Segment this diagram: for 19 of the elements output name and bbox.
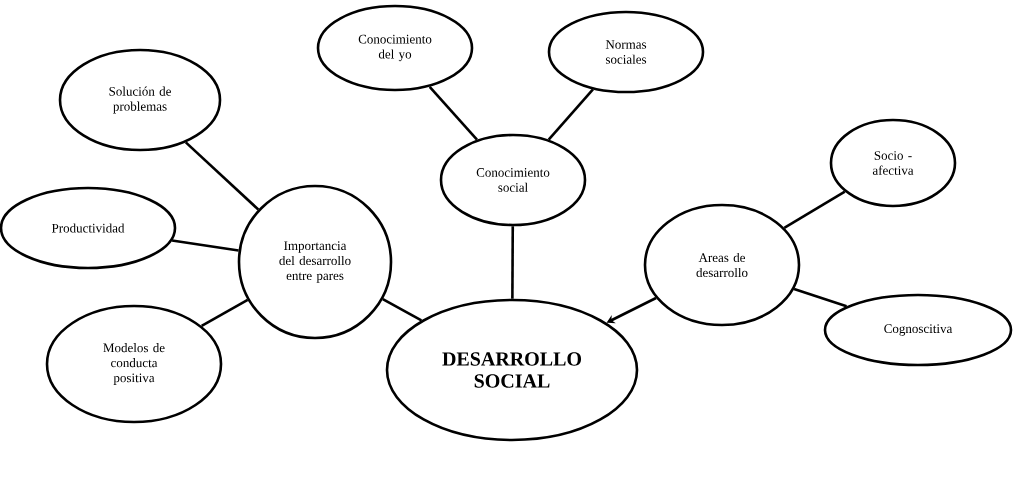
- connector-line: [783, 190, 846, 229]
- connector-line: [184, 141, 260, 211]
- ellipse-node: Importancia del desarrollo entre pares: [237, 184, 393, 340]
- connector-line: [201, 298, 249, 327]
- connector-line: [793, 287, 847, 308]
- ellipse-node: Conocimiento social: [439, 133, 587, 227]
- ellipse-node: DESARROLLO SOCIAL: [385, 298, 639, 442]
- ellipse-node: Cognoscitiva: [823, 293, 1013, 367]
- ellipse-node: Solución de problemas: [58, 48, 222, 152]
- connector-line: [382, 298, 423, 322]
- ellipse-node: Socio - afectiva: [829, 118, 957, 208]
- ellipse-node: Normas sociales: [547, 10, 705, 94]
- connector-line: [428, 85, 478, 141]
- ellipse-node: Modelos de conducta positiva: [45, 304, 223, 424]
- connector-line: [547, 88, 594, 141]
- connector-line: [511, 226, 515, 299]
- ellipse-node: Areas de desarrollo: [643, 203, 801, 327]
- ellipse-node: Conocimiento del yo: [316, 4, 474, 92]
- connector-line: [171, 239, 239, 252]
